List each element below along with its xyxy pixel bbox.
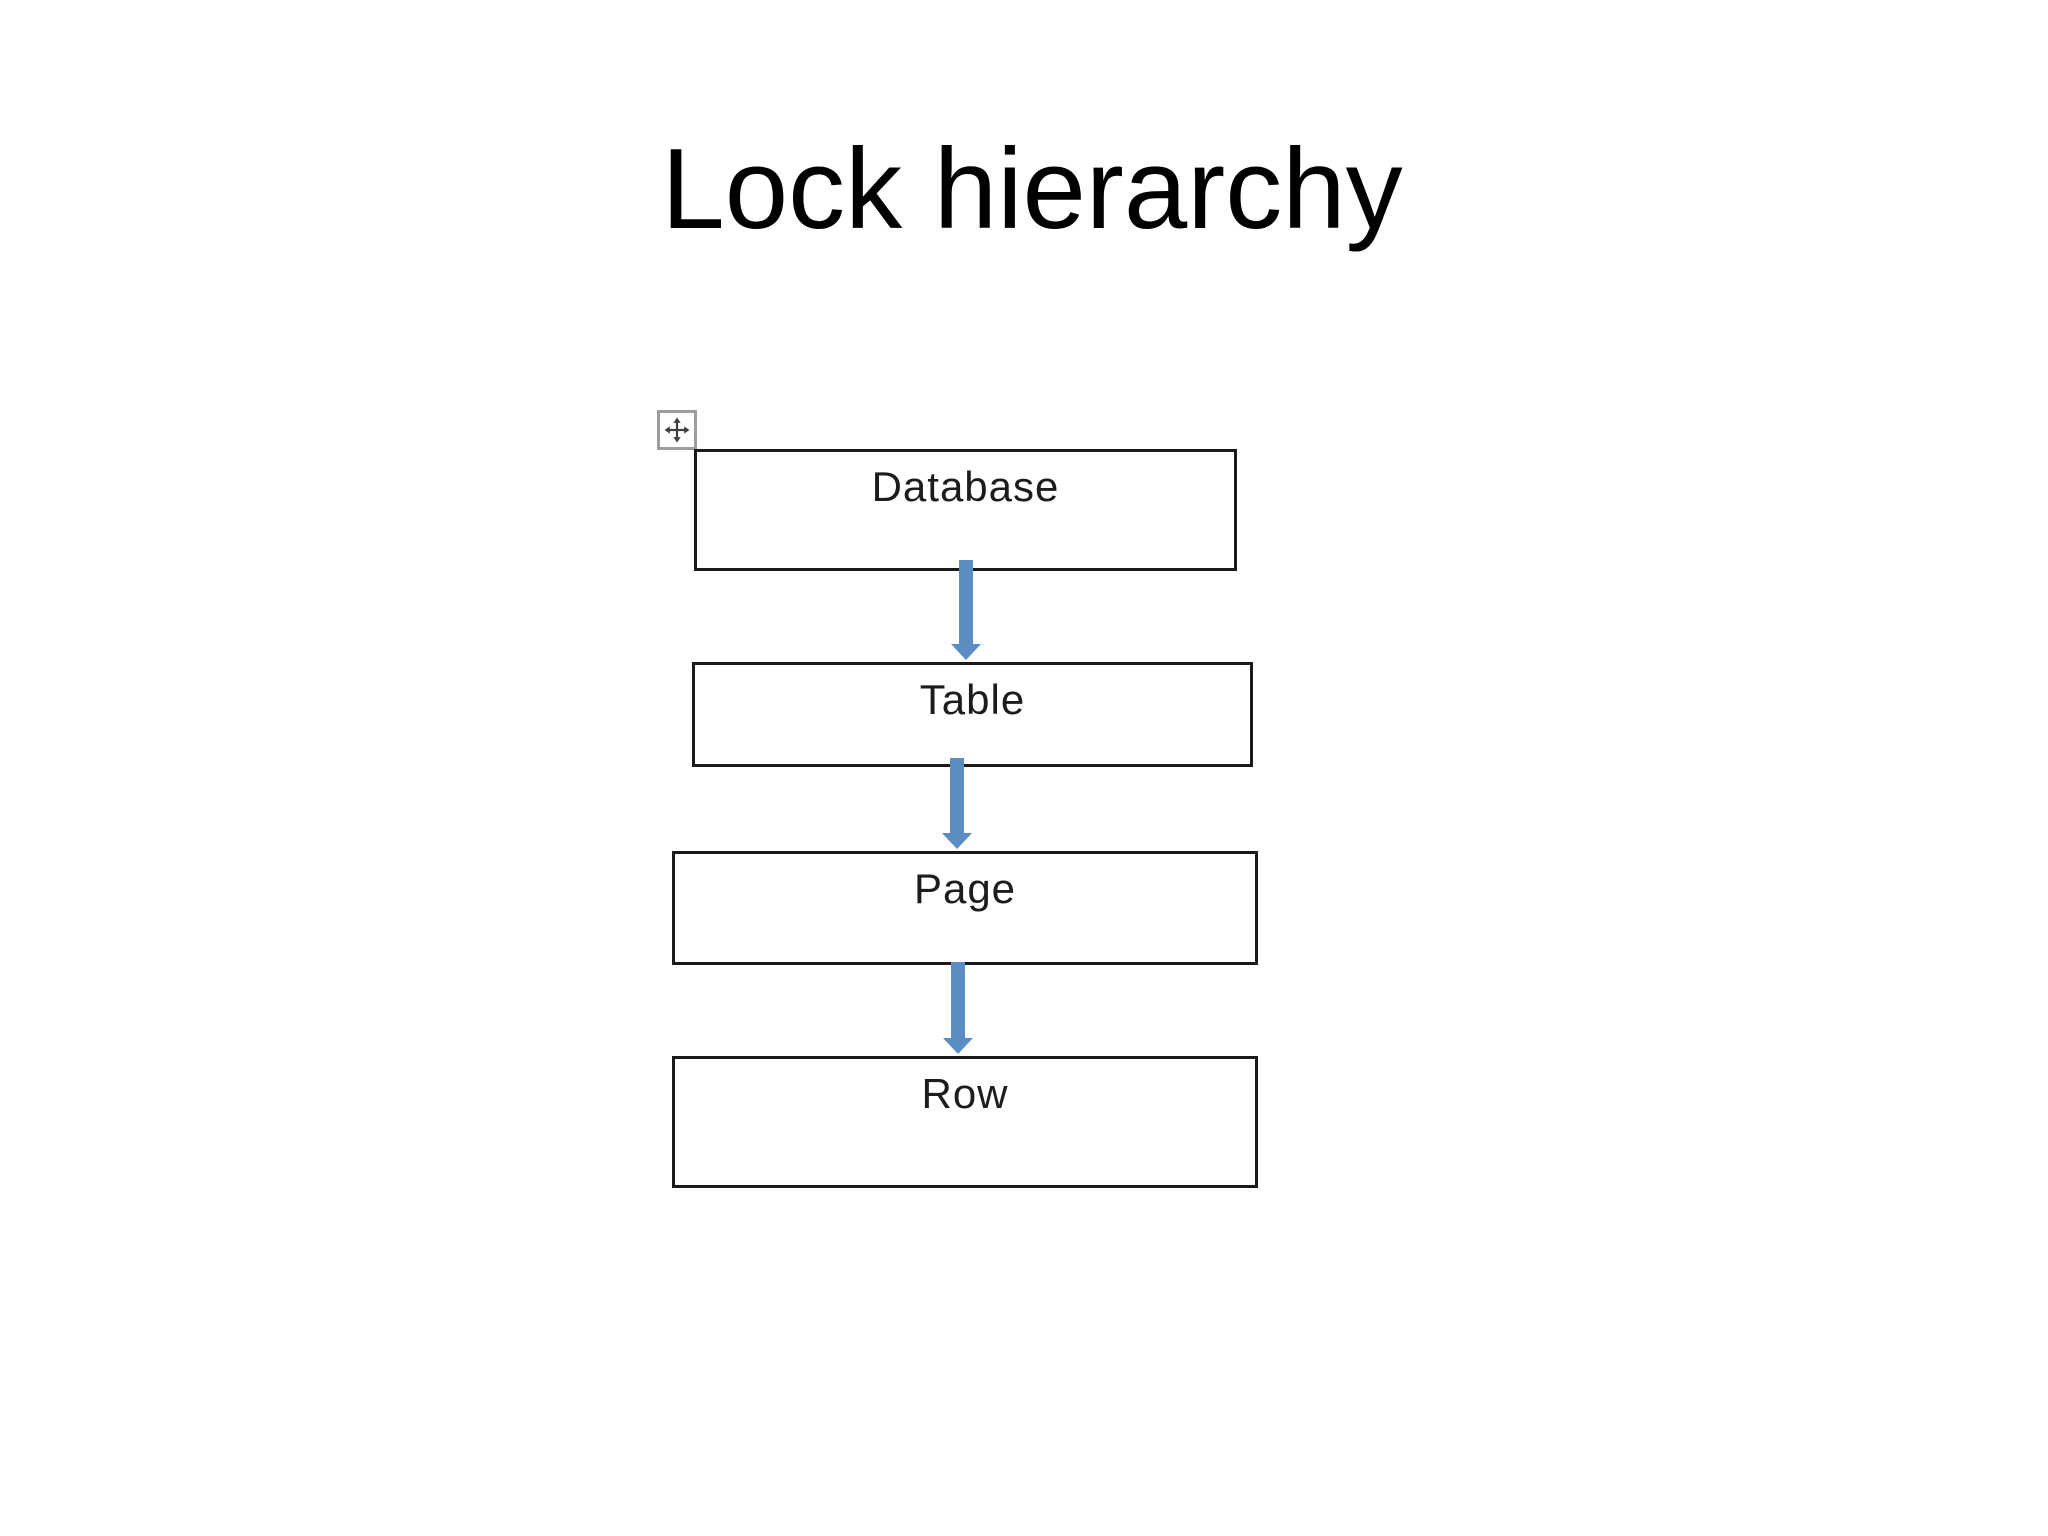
arrow-table-to-page[interactable] bbox=[942, 758, 972, 849]
arrow-head-icon bbox=[951, 644, 981, 660]
page-title: Lock hierarchy bbox=[661, 126, 1403, 253]
node-page-label: Page bbox=[913, 865, 1017, 912]
arrow-database-to-table[interactable] bbox=[951, 560, 981, 660]
arrow-shaft bbox=[959, 560, 973, 644]
node-row-label: Row bbox=[921, 1070, 1009, 1117]
node-page[interactable]: Page bbox=[672, 851, 1258, 965]
node-database-label: Database bbox=[871, 463, 1060, 510]
node-row[interactable]: Row bbox=[672, 1056, 1258, 1188]
arrow-head-icon bbox=[943, 1038, 973, 1054]
move-handle-icon bbox=[664, 417, 690, 443]
arrow-page-to-row[interactable] bbox=[943, 962, 973, 1054]
node-table[interactable]: Table bbox=[692, 662, 1253, 767]
move-handle[interactable] bbox=[657, 410, 697, 450]
node-table-label: Table bbox=[919, 676, 1026, 723]
arrow-shaft bbox=[951, 962, 965, 1038]
arrow-head-icon bbox=[942, 833, 972, 849]
node-database[interactable]: Database bbox=[694, 449, 1237, 571]
arrow-shaft bbox=[950, 758, 964, 833]
